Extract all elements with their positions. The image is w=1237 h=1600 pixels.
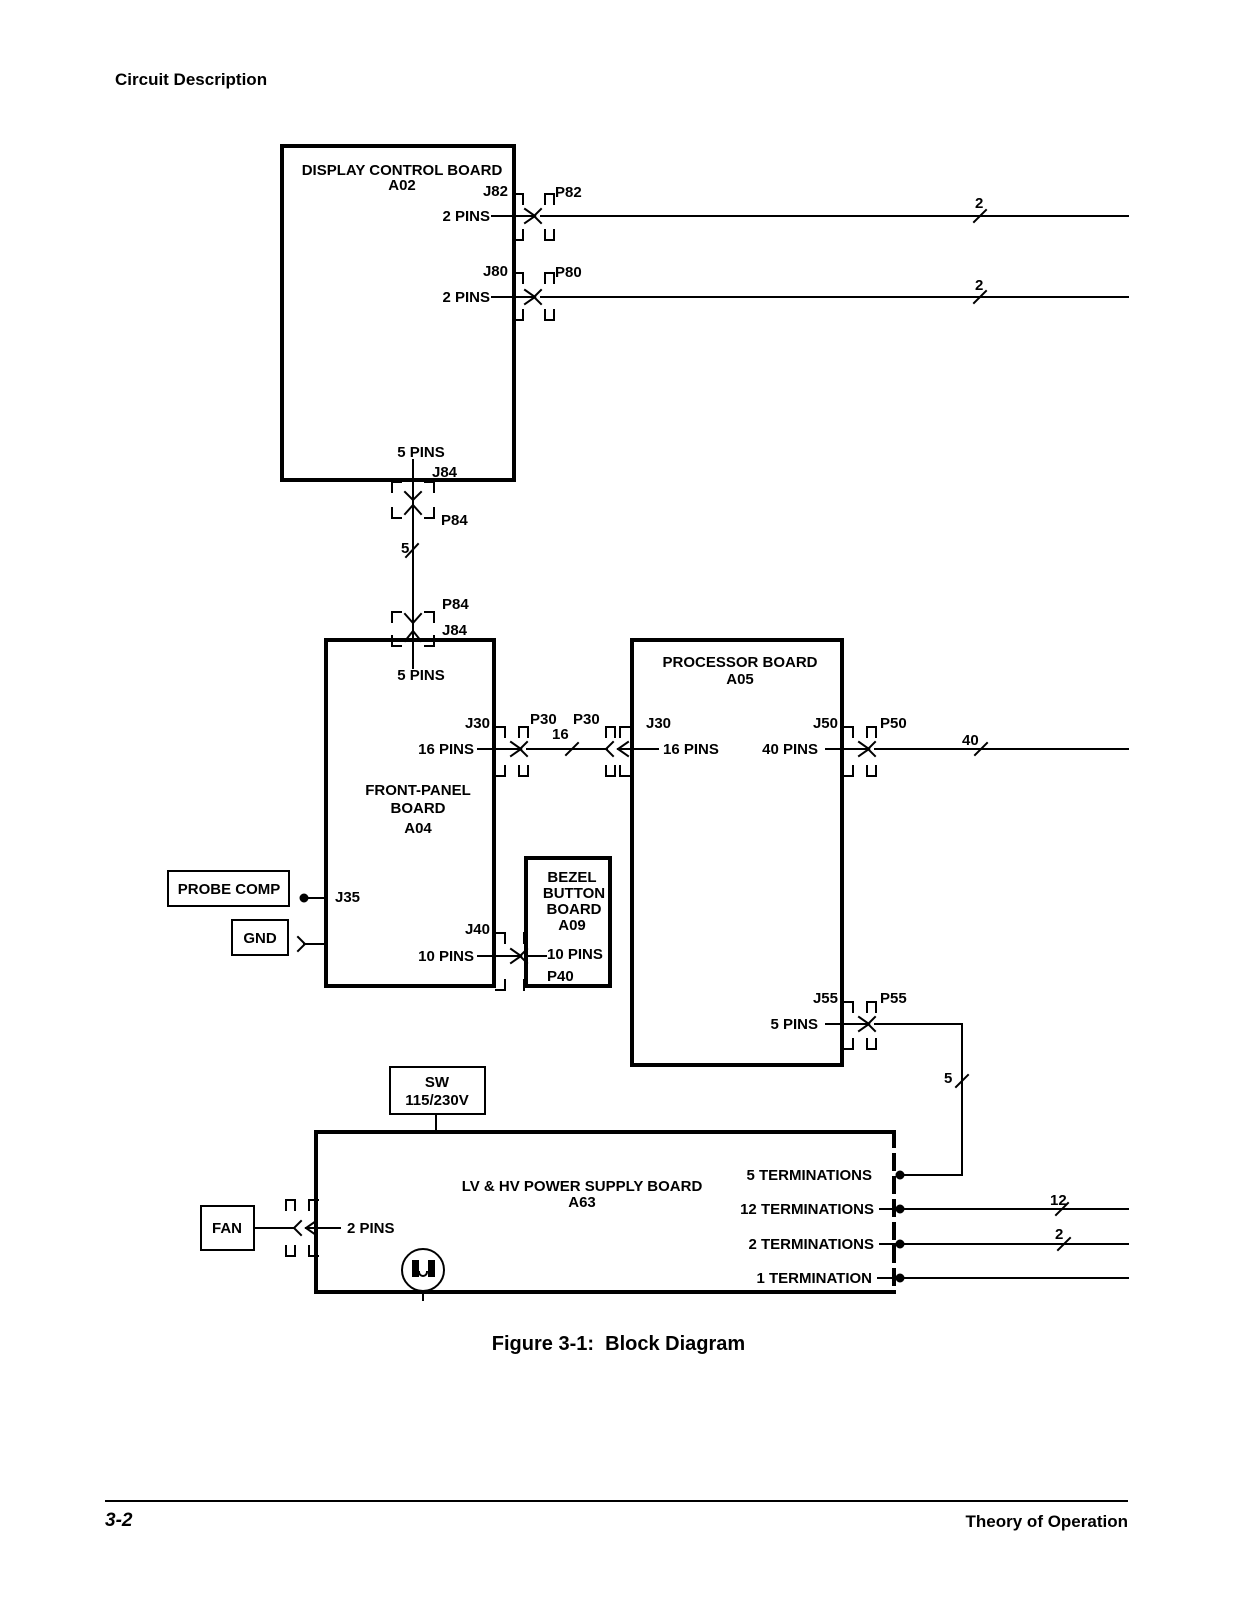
j40-pins-label: 10 PINS xyxy=(418,948,474,965)
switch-line-1: SW xyxy=(425,1074,450,1091)
j50-label: J50 xyxy=(813,715,838,732)
probe-comp-box xyxy=(167,870,290,907)
p40-label: P40 xyxy=(547,968,574,985)
footer-rule xyxy=(105,1500,1128,1502)
connector-fan xyxy=(253,1199,341,1257)
j80-pins-label: 2 PINS xyxy=(442,289,490,306)
p50-label: P50 xyxy=(880,715,907,732)
connector-j40-p40 xyxy=(477,932,547,991)
front-panel-title-2: BOARD xyxy=(391,800,446,817)
front-panel-title-1: FRONT-PANEL xyxy=(365,782,471,799)
j50-pins-label: 40 PINS xyxy=(762,741,818,758)
term-2-label: 2 TERMINATIONS xyxy=(748,1236,874,1253)
figure-title: Block Diagram xyxy=(605,1333,746,1355)
bus-84-width: 5 xyxy=(401,540,409,557)
p80-label: P80 xyxy=(555,264,582,281)
j30-proc-pins-label: 16 PINS xyxy=(663,741,719,758)
j35-label: J35 xyxy=(335,889,360,906)
processor-board xyxy=(630,638,844,1067)
bus-82-width: 2 xyxy=(975,195,983,212)
connector-j84-p84 xyxy=(391,459,435,669)
gnd-box xyxy=(231,919,289,956)
page-number: 3-2 xyxy=(105,1510,133,1531)
p84-top-label: P84 xyxy=(441,512,468,529)
bus-55-width: 5 xyxy=(944,1070,952,1087)
power-supply-title: LV & HV POWER SUPPLY BOARD xyxy=(462,1178,703,1195)
term-12-label: 12 TERMINATIONS xyxy=(740,1201,874,1218)
term-1-label: 1 TERMINATION xyxy=(756,1270,872,1287)
term-5-label: 5 TERMINATIONS xyxy=(746,1167,872,1184)
bezel-line-1: BEZEL xyxy=(547,869,596,886)
j40-label: J40 xyxy=(465,921,490,938)
j84-bottom-label: J84 xyxy=(442,622,468,639)
section-header: Circuit Description xyxy=(115,70,268,89)
bus-30-width: 16 xyxy=(552,726,569,743)
j80-label: J80 xyxy=(483,263,508,280)
probe-comp-label: PROBE COMP xyxy=(178,881,281,898)
connector-j55-p55 xyxy=(825,1001,970,1176)
connector-j50-p50 xyxy=(825,726,1129,777)
power-outlet-icon xyxy=(401,1248,445,1301)
p84-bottom-label: P84 xyxy=(442,596,469,613)
j84-top-pins-label: 5 PINS xyxy=(397,444,445,461)
connector-j35 xyxy=(299,893,327,903)
p30-front-label: P30 xyxy=(530,711,557,728)
gnd-label: GND xyxy=(243,930,277,947)
fan-label: FAN xyxy=(212,1220,242,1237)
chapter-title: Theory of Operation xyxy=(965,1512,1128,1531)
bus-50-width: 40 xyxy=(962,732,979,749)
processor-board-ref: A05 xyxy=(726,671,754,688)
j84-top-label: J84 xyxy=(432,464,458,481)
j30-proc-label: J30 xyxy=(646,715,671,732)
bezel-ref: A09 xyxy=(558,917,586,934)
display-control-board xyxy=(280,144,516,482)
figure-number: Figure 3-1: xyxy=(491,1333,595,1355)
connector-j80-p80 xyxy=(491,272,1129,321)
bus-80-width: 2 xyxy=(975,277,983,294)
p40-pins-label: 10 PINS xyxy=(547,946,603,963)
j55-pins-label: 5 PINS xyxy=(770,1016,818,1033)
j55-label: J55 xyxy=(813,990,838,1007)
bezel-line-3: BOARD xyxy=(547,901,602,918)
power-supply-ref: A63 xyxy=(568,1194,596,1211)
gnd-connection xyxy=(296,935,327,953)
p82-label: P82 xyxy=(555,184,582,201)
front-panel-board xyxy=(324,638,496,988)
j30-front-pins-label: 16 PINS xyxy=(418,741,474,758)
power-supply-board xyxy=(314,1130,896,1294)
display-control-board-ref: A02 xyxy=(388,177,416,194)
bus-12-width: 12 xyxy=(1050,1192,1067,1209)
connector-j82-p82 xyxy=(491,193,1129,241)
bezel-line-2: BUTTON xyxy=(543,885,605,902)
front-panel-ref: A04 xyxy=(404,820,432,837)
j82-label: J82 xyxy=(483,183,508,200)
connector-j30-p30 xyxy=(477,726,659,777)
j30-front-label: J30 xyxy=(465,715,490,732)
termination-lines xyxy=(877,1170,1129,1283)
switch-line-2: 115/230V xyxy=(405,1092,468,1109)
processor-board-title: PROCESSOR BOARD xyxy=(662,654,817,671)
p55-label: P55 xyxy=(880,990,907,1007)
bezel-button-board xyxy=(524,856,612,988)
fan-pins-label: 2 PINS xyxy=(347,1220,395,1237)
j84-bottom-pins-label: 5 PINS xyxy=(397,667,445,684)
p30-proc-label: P30 xyxy=(573,711,600,728)
bus-2-width: 2 xyxy=(1055,1226,1063,1243)
figure-caption: Figure 3-1: Block Diagram xyxy=(0,1333,1237,1356)
j82-pins-label: 2 PINS xyxy=(442,208,490,225)
display-control-board-title: DISPLAY CONTROL BOARD xyxy=(302,162,503,179)
switch-box xyxy=(389,1066,486,1115)
